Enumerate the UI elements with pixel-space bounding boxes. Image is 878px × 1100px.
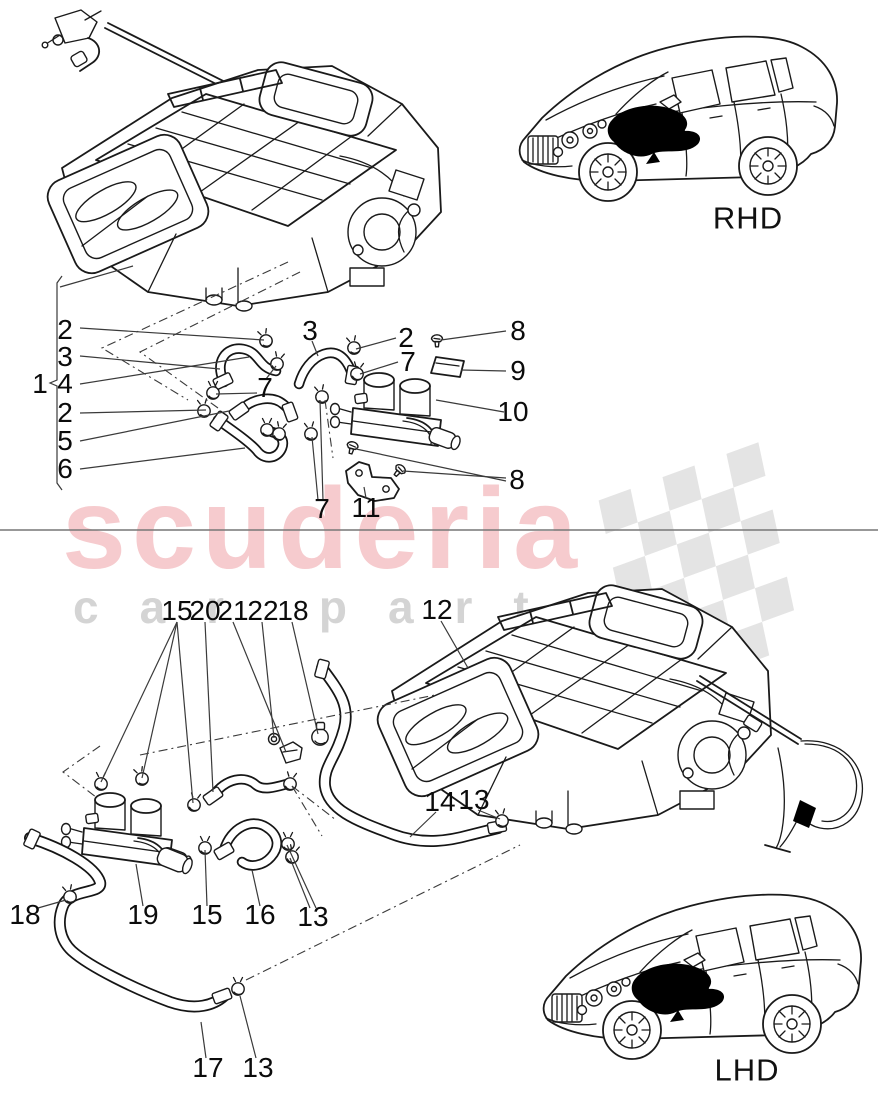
callout-7: 7 xyxy=(400,346,416,377)
callout-20: 20 xyxy=(189,595,221,626)
callout-8: 8 xyxy=(510,315,526,346)
bracket-9 xyxy=(430,356,465,378)
lhd-exploded-view xyxy=(22,580,864,1060)
screw-8b xyxy=(344,439,360,456)
callout-13: 13 xyxy=(458,784,490,815)
callout-11: 11 xyxy=(351,492,381,523)
clamp-13 xyxy=(282,770,299,792)
callout-4: 4 xyxy=(57,368,73,399)
heater-unit-top xyxy=(40,57,442,312)
callout-6: 6 xyxy=(57,453,73,484)
watermark-brand: scuderia xyxy=(62,465,584,593)
callout-3: 3 xyxy=(57,341,73,372)
hose-16 xyxy=(212,818,283,871)
callout-2: 2 xyxy=(57,397,73,428)
callout-3: 3 xyxy=(302,315,318,346)
group-bracket-1 xyxy=(48,275,63,491)
installation-dashes-bottom xyxy=(62,694,521,981)
callout-14: 14 xyxy=(424,786,456,817)
rhd-exploded-view xyxy=(40,9,838,502)
hose-20 xyxy=(201,774,293,807)
clamp-7 xyxy=(268,350,287,373)
clamp-2 xyxy=(344,334,363,357)
callout-13: 13 xyxy=(242,1052,274,1083)
clamp-15 xyxy=(131,765,151,788)
callout-16: 16 xyxy=(244,899,276,930)
clamp-2 xyxy=(255,327,275,350)
callout-1: 1 xyxy=(32,368,48,399)
control-cables xyxy=(696,675,864,853)
hose-4 xyxy=(211,343,282,391)
callout-9: 9 xyxy=(510,355,526,386)
valve-pump xyxy=(156,847,193,875)
callout-17: 17 xyxy=(192,1052,224,1083)
callout-13: 13 xyxy=(297,901,329,932)
callout-18: 18 xyxy=(277,595,309,626)
callout-7: 7 xyxy=(314,493,330,524)
callout-7: 7 xyxy=(257,372,273,403)
callout-22: 22 xyxy=(247,595,279,626)
clamp-7 xyxy=(302,420,319,442)
callout-21: 21 xyxy=(217,595,249,626)
car-lhd xyxy=(542,893,862,1060)
clamp-13 xyxy=(231,976,245,996)
callout-8: 8 xyxy=(509,464,525,495)
callout-15: 15 xyxy=(161,595,193,626)
hose-3 xyxy=(293,347,360,390)
car-rhd xyxy=(518,35,838,202)
hose-5 xyxy=(227,393,299,424)
installation-dashes-top xyxy=(100,261,334,459)
clamp-7 xyxy=(260,417,274,437)
callout-19: 19 xyxy=(127,899,159,930)
actuator-rod xyxy=(41,9,267,117)
clamp-15 xyxy=(186,791,203,813)
clamp-18 xyxy=(311,721,329,746)
callout-15: 15 xyxy=(191,899,223,930)
callout-2: 2 xyxy=(398,322,414,353)
leader-lines-bottom xyxy=(37,620,501,1059)
screw-8a xyxy=(430,334,444,348)
callout-12: 12 xyxy=(421,594,453,625)
callout-10: 10 xyxy=(497,396,529,427)
clamp-7 xyxy=(312,383,331,406)
variant-label-lhd: LHD xyxy=(714,1052,780,1088)
callout-18: 18 xyxy=(9,899,41,930)
leader-lines-top xyxy=(59,265,507,501)
callout-5: 5 xyxy=(57,425,73,456)
variant-label-rhd: RHD xyxy=(712,200,784,236)
valve-assembly-top xyxy=(329,372,464,453)
callout-2: 2 xyxy=(57,314,73,345)
bracket-11 xyxy=(345,461,400,502)
hose-17 xyxy=(22,827,234,1013)
